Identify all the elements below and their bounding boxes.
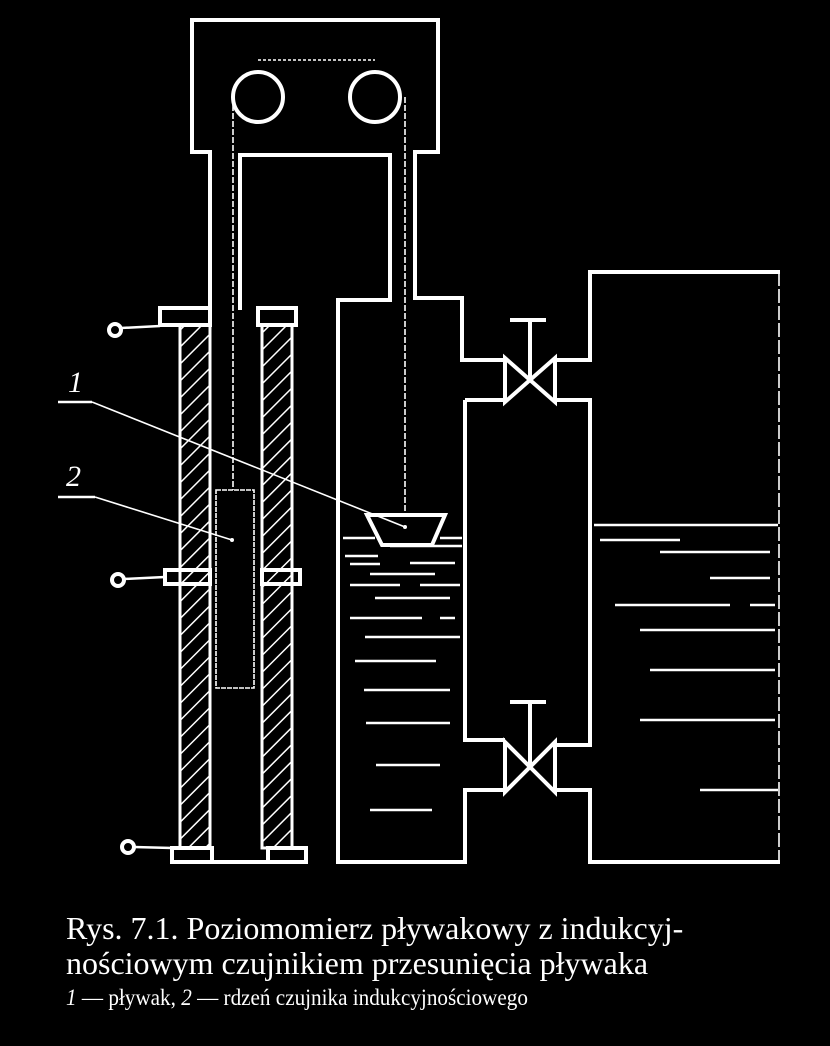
caption-title-line2: nościowym czujnikiem przesunięcia pływak… [66,945,649,981]
leader-lines [58,400,406,542]
caption-legend: 1 — pływak, 2 — rdzeń czujnika indukcyjn… [66,985,528,1011]
label-float-number: 1 [68,366,83,399]
sensor-core [215,489,255,689]
terminal-icons [107,322,173,855]
pulley-left-icon [231,70,285,124]
legend-text-2: — rdzeń czujnika indukcyjnościowego [191,985,528,1010]
upper-valve-icon [503,318,557,407]
legend-num-2: 2 [181,985,192,1010]
legend-text-1: — pływak, [76,985,182,1010]
float-chamber [343,513,462,812]
inductive-sensor [107,306,308,864]
connecting-pipes [463,270,780,864]
caption-title-line1: Rys. 7.1. Poziomomierz pływakowy z induk… [66,910,684,946]
lower-valve-icon [503,700,557,797]
pulley-housing [190,18,505,864]
legend-num-1: 1 [66,985,77,1010]
pulley-right-icon [348,70,402,124]
main-tank [594,272,780,862]
float [363,513,449,547]
label-core-number: 2 [66,460,81,493]
